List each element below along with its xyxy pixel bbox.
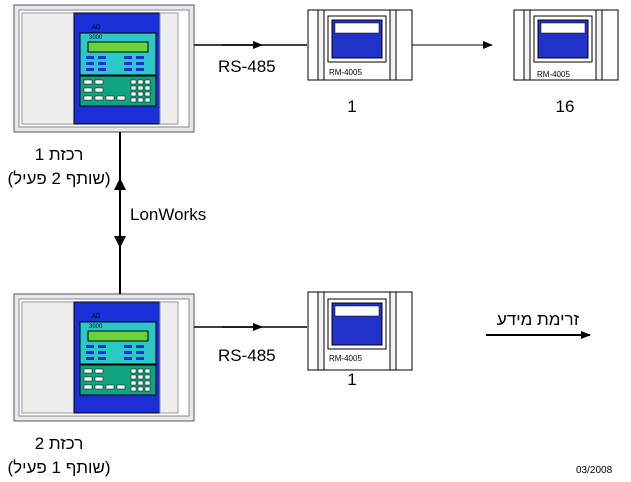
network-label: LonWorks bbox=[130, 205, 206, 224]
panel-2-model-text: AD bbox=[92, 314, 101, 320]
lonworks-arrow-down-icon bbox=[114, 236, 126, 248]
remote-model-label: RM-4005 bbox=[537, 70, 570, 79]
remote-model-label: RM-4005 bbox=[329, 68, 362, 77]
remote-index-label: 16 bbox=[556, 97, 575, 116]
control-panel-1: AD 3000 bbox=[13, 4, 195, 133]
panel-2-role: (שותף 1 פעיל) bbox=[7, 458, 110, 477]
panel-2-name: רכזת 2 bbox=[35, 434, 84, 453]
panel-1-name: רכזת 1 bbox=[35, 145, 84, 164]
bottom-bus-label: RS-485 bbox=[218, 346, 276, 365]
top-bus-label: RS-485 bbox=[218, 57, 276, 76]
remote-index-label: 1 bbox=[347, 370, 356, 389]
legend-label: זרימת מידע bbox=[497, 310, 580, 329]
date-stamp: 03/2008 bbox=[576, 465, 613, 476]
panel-1-role: (שותף 2 פעיל) bbox=[7, 169, 110, 188]
remote-unit-bottom-1: RM-4005 bbox=[307, 291, 413, 371]
panel-2-model-number: 3000 bbox=[89, 324, 103, 330]
remote-model-label: RM-4005 bbox=[329, 354, 362, 363]
remote-index-label: 1 bbox=[347, 97, 356, 116]
remote-unit-top-1: RM-4005 bbox=[307, 9, 413, 81]
remote-unit-top-16: RM-4005 bbox=[513, 9, 619, 81]
lonworks-arrow-up-icon bbox=[114, 178, 126, 190]
panel-1-model-text: AD bbox=[92, 25, 101, 31]
control-panel-2: AD 3000 bbox=[13, 293, 195, 422]
panel-1-model-number: 3000 bbox=[89, 35, 103, 41]
